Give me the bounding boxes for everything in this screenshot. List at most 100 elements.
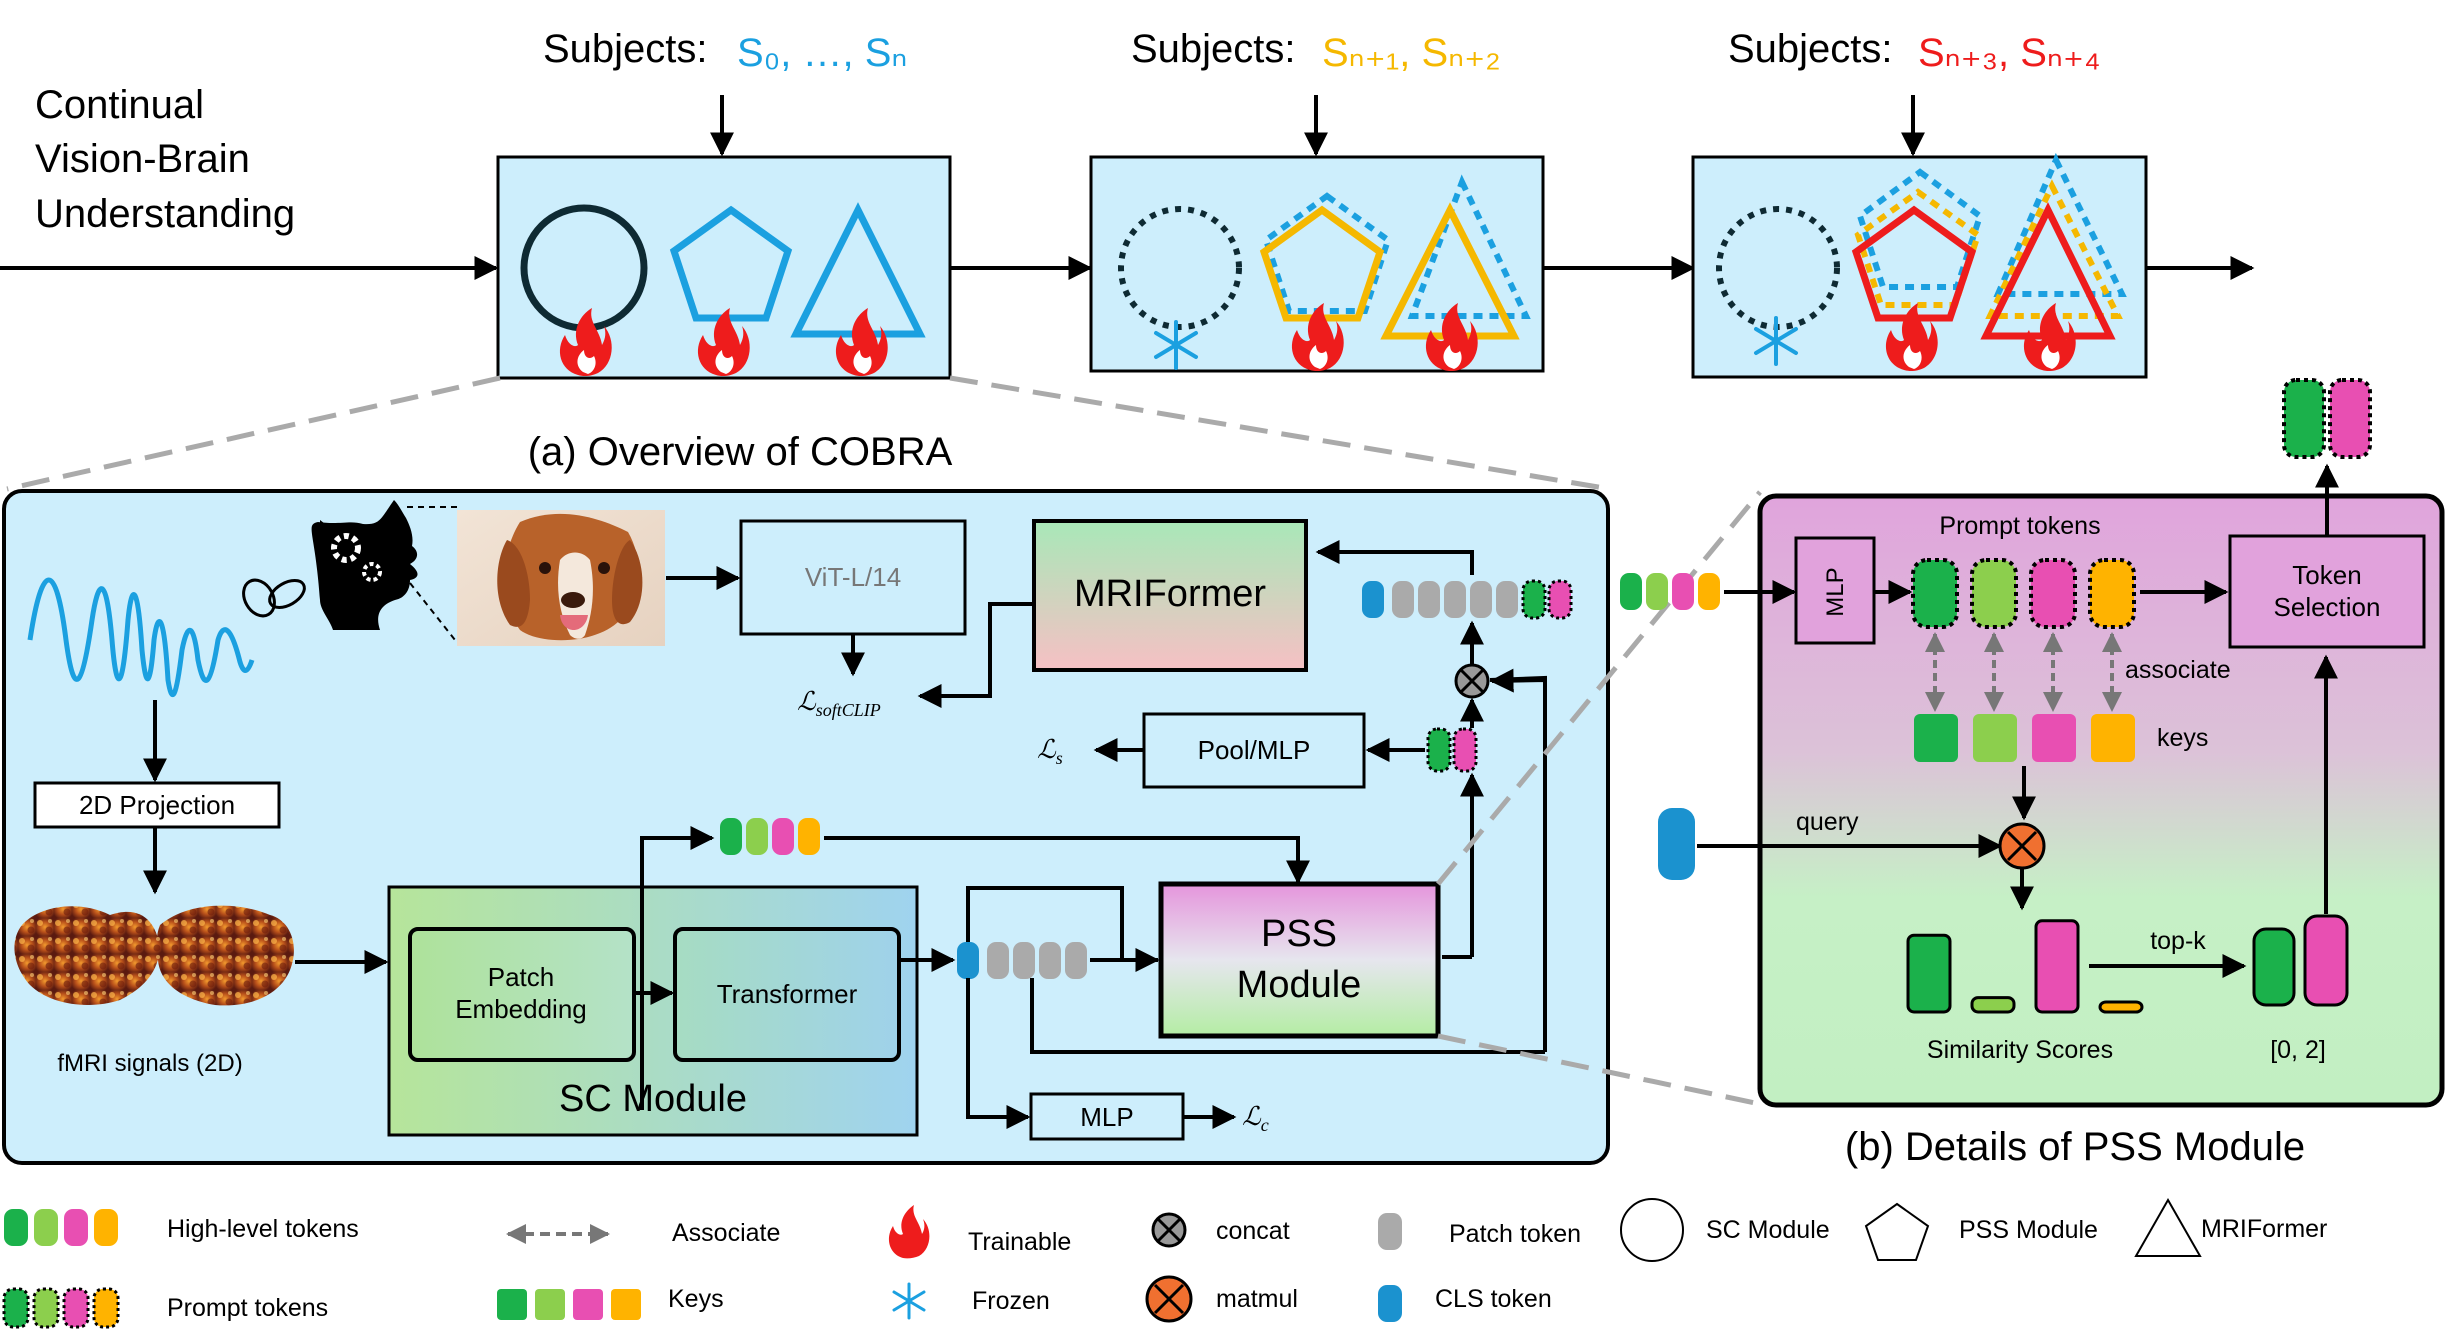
sc-module-label: SC Module: [559, 1078, 747, 1120]
similarity-bar: [1970, 996, 2016, 1014]
flame-icon: [2023, 303, 2076, 372]
flame-icon: [888, 1205, 930, 1259]
prompt-token: [1452, 727, 1478, 773]
prompt-token: [2088, 558, 2136, 629]
flame-icon: [559, 308, 612, 377]
patch-token: [987, 942, 1009, 979]
triangle-icon: [2134, 1197, 2202, 1257]
stream-label-line-3: Understanding: [35, 192, 295, 236]
cls-token: [1378, 1285, 1402, 1322]
tokens-to-mriformer-arrow: [1315, 540, 1474, 575]
pss-mlp-label: MLP: [1822, 567, 1849, 616]
similarity-bar: [2098, 1000, 2144, 1014]
legend-cls-token-label: CLS token: [1435, 1285, 1552, 1313]
token: [720, 818, 742, 855]
subjects-prefix: Subjects:: [1131, 27, 1296, 71]
legend-pss-module: PSS Module: [1864, 1202, 2098, 1261]
flame-icon: [835, 308, 888, 377]
prompt-token: [2282, 378, 2326, 459]
topk-label: top-k: [2150, 927, 2206, 955]
token: [798, 818, 820, 855]
legend-keys: Keys: [497, 1285, 724, 1320]
token: [1646, 573, 1668, 610]
stage-3-subject-list: Sₙ₊₃, Sₙ₊₄: [1918, 31, 2100, 75]
selected-token-2: [2303, 914, 2349, 1007]
concat-icon: [1454, 663, 1490, 699]
legend-prompt-tokens-label: Prompt tokens: [167, 1294, 328, 1322]
selected-indices-label: [0, 2]: [2270, 1036, 2326, 1064]
stage-2-subject-list: Sₙ₊₁, Sₙ₊₂: [1322, 31, 1501, 75]
input-high-level-tokens: [1620, 573, 1720, 610]
similarity-bar: [2034, 919, 2080, 1014]
projection-box: [33, 781, 281, 829]
pss-module-label-2: Module: [1237, 964, 1362, 1006]
legend-trainable-label: Trainable: [968, 1228, 1071, 1256]
stream-label: Continual Vision-Brain Understanding: [35, 83, 295, 236]
loss-softclip: ℒsoftCLIP: [797, 687, 881, 720]
query-token: [1658, 808, 1695, 880]
pentagon-icon: [1864, 1202, 1930, 1261]
associate-label: associate: [2125, 656, 2231, 684]
token: [772, 818, 794, 855]
key: [2091, 714, 2135, 762]
flame-icon: [1425, 303, 1478, 372]
mriformer-to-loss-arrow: [917, 602, 1034, 708]
stage-1-subject-list: S₀, …, Sₙ: [737, 31, 907, 75]
transformer-label: Transformer: [717, 979, 858, 1009]
token: [1672, 573, 1694, 610]
mlp-label: MLP: [1080, 1102, 1133, 1132]
stage-2-subjects: Subjects: Sₙ₊₁, Sₙ₊₂: [1131, 27, 1501, 75]
mriformer-label: MRIFormer: [1074, 573, 1266, 615]
token-selection-label-2: Selection: [2274, 592, 2381, 622]
transformer-box: [673, 927, 901, 1062]
legend-patch-token-label: Patch token: [1449, 1220, 1581, 1248]
prompt-token: [1970, 558, 2018, 629]
flame-icon: [1291, 303, 1344, 372]
key: [1914, 714, 1958, 762]
mriformer-box: [1032, 519, 1308, 672]
legend-high-level-tokens: High-level tokens: [4, 1209, 359, 1246]
high-level-tokens: [720, 818, 820, 855]
stage-3-subjects: Subjects: Sₙ₊₃, Sₙ₊₄: [1728, 27, 2100, 75]
patch-token: [1378, 1213, 1402, 1250]
to-high-level-tokens-arrow: [640, 826, 715, 1110]
cls-token: [1362, 581, 1384, 618]
legend-concat: concat: [1151, 1212, 1290, 1248]
token: [1698, 573, 1720, 610]
cls-to-mlp-arrow: [966, 978, 1031, 1129]
patch-token: [1392, 581, 1414, 618]
zoom-line-left: [6, 375, 501, 492]
legend-sc-module-label: SC Module: [1706, 1216, 1830, 1244]
loss-c: ℒc: [1242, 1102, 1269, 1135]
prompt-token: [1521, 579, 1547, 620]
similarity-bar: [1906, 933, 1952, 1014]
patch-token: [1013, 942, 1035, 979]
thought-bubble-icon: [242, 578, 276, 618]
high-level-to-pss-arrow: [824, 836, 1310, 885]
legend-associate-label: Associate: [672, 1219, 780, 1247]
prompt-token: [1547, 579, 1573, 620]
matmul-icon: [1998, 822, 2046, 870]
mriformer-shape-old-1: [1993, 152, 2127, 297]
subjects-prefix: Subjects:: [543, 27, 708, 71]
pool-mlp-box: [1142, 712, 1366, 789]
selected-prompt-tokens: [1426, 727, 1478, 773]
vit-label: ViT-L/14: [805, 562, 901, 592]
patch-token: [1444, 581, 1466, 618]
prompt-token: [2328, 378, 2372, 459]
key-tokens: [1914, 714, 2135, 762]
fmri-wave-icon: [27, 577, 255, 698]
cls-skip-to-concat-arrow: [1489, 668, 1547, 1052]
projection-label: 2D Projection: [79, 790, 235, 820]
head-gears-icon: [311, 500, 418, 630]
vit-box: [739, 519, 967, 636]
legend-associate: Associate: [506, 1219, 780, 1247]
pss-module-shape: [669, 205, 793, 322]
legend: High-level tokens Prompt tokens Associat…: [2, 1197, 2327, 1329]
legend-cls-token: CLS token: [1378, 1285, 1552, 1322]
similarity-label: Similarity Scores: [1927, 1036, 2113, 1064]
stage-1-subjects: Subjects: S₀, …, Sₙ: [543, 27, 907, 75]
loss-s: ℒs: [1037, 735, 1063, 768]
selected-token-0: [2252, 927, 2296, 1007]
